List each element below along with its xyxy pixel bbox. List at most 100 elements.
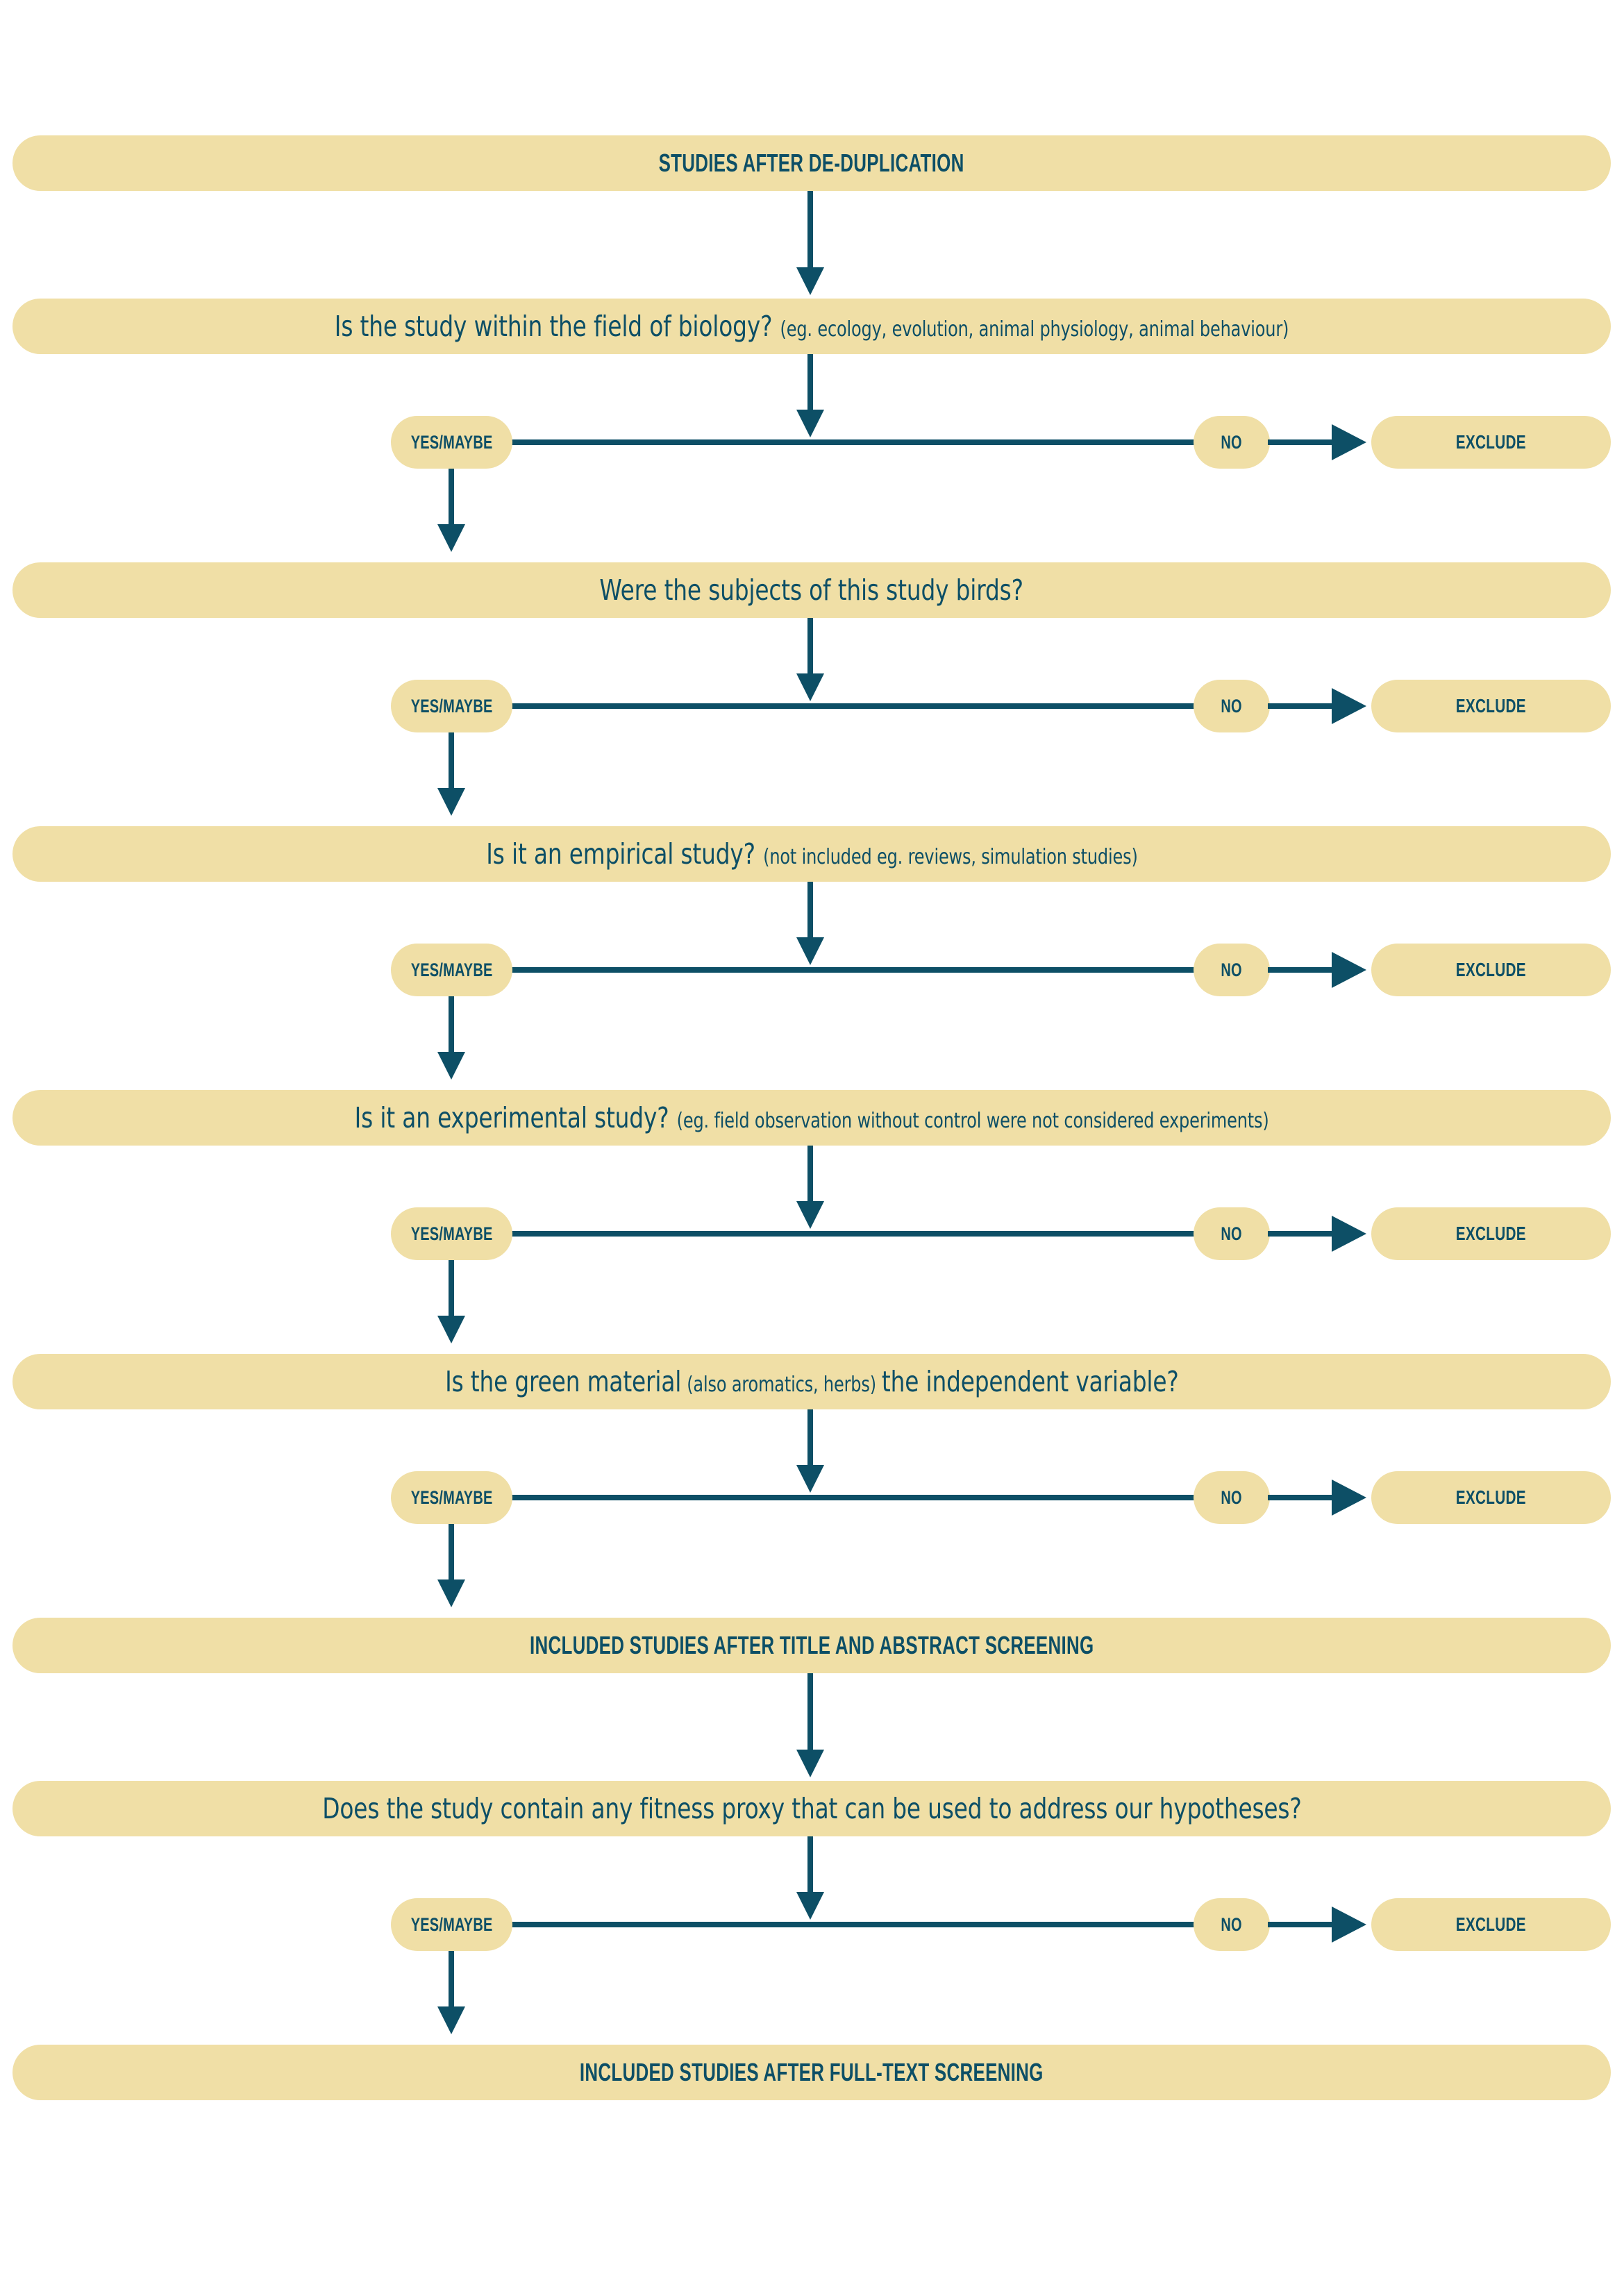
badge-label: NO [1221,431,1243,453]
yes-branch-arrowhead-q5 [437,1579,465,1607]
exclude-label: EXCLUDE [1455,1223,1527,1244]
branch-hline-q6 [507,1922,1198,1927]
exclude-arrowhead-q1 [1332,424,1366,460]
badge-label: YES/MAYBE [410,1223,493,1244]
exclude-hline-q1 [1268,439,1337,445]
badge-label: YES/MAYBE [410,695,493,717]
node-question-subjects-birds: Were the subjects of this study birds? [12,562,1611,618]
yes-branch-vline-q2 [449,732,454,795]
badge-label: NO [1221,959,1243,980]
branch-vline-q1 [807,354,813,417]
branch-row-q5: YES/MAYBE NO EXCLUDE [0,1409,1624,1607]
branch-row-q6: YES/MAYBE NO EXCLUDE [0,1836,1624,2034]
branch-vline-q2 [807,618,813,680]
yes-branch-arrowhead-q1 [437,524,465,552]
branch-hline-q2 [507,703,1198,709]
exclude-arrowhead-q6 [1332,1907,1366,1943]
badge-yes-maybe-q5[interactable]: YES/MAYBE [391,1471,512,1524]
branch-row-q1: YES/MAYBE NO EXCLUDE [0,354,1624,552]
branch-arrowhead-q2 [796,673,824,701]
question-text-wrapper: Is it an empirical study? (not included … [486,837,1138,871]
question-text-wrapper: Is it an experimental study? (eg. field … [355,1101,1269,1134]
node-exclude-q1[interactable]: EXCLUDE [1371,416,1611,469]
badge-no-q6[interactable]: NO [1194,1898,1270,1951]
question-note-text: (eg. ecology, evolution, animal physiolo… [780,317,1289,342]
node-included-after-title-abstract-screening: INCLUDED STUDIES AFTER TITLE AND ABSTRAC… [12,1618,1611,1673]
exclude-hline-q3 [1268,967,1337,973]
exclude-arrowhead-q2 [1332,688,1366,724]
connector-line-start-to-q1 [807,191,813,274]
question-main-text: Is it an experimental study? [354,1101,669,1134]
badge-label: NO [1221,1486,1243,1508]
node-exclude-q4[interactable]: EXCLUDE [1371,1207,1611,1260]
branch-row-q2: YES/MAYBE NO EXCLUDE [0,618,1624,816]
yes-branch-arrowhead-q3 [437,1052,465,1080]
badge-yes-maybe-q3[interactable]: YES/MAYBE [391,944,512,996]
branch-vline-q3 [807,882,813,944]
branch-vline-q5 [807,1409,813,1472]
badge-label: NO [1221,1223,1243,1244]
badge-no-q5[interactable]: NO [1194,1471,1270,1524]
branch-arrowhead-q5 [796,1465,824,1493]
badge-no-q3[interactable]: NO [1194,944,1270,996]
node-exclude-q6[interactable]: EXCLUDE [1371,1898,1611,1951]
branch-hline-q1 [507,439,1198,445]
question-main-text: Were the subjects of this study birds? [599,573,1024,607]
branch-arrowhead-q1 [796,410,824,437]
question-text-wrapper: Is the green material (also aromatics, h… [445,1365,1179,1398]
yes-branch-vline-q4 [449,1260,454,1323]
badge-label: NO [1221,1913,1243,1935]
question-main-text: Is the study within the field of biology… [334,310,773,343]
branch-vline-q4 [807,1146,813,1208]
yes-branch-vline-q5 [449,1524,454,1586]
yes-branch-arrowhead-q6 [437,2006,465,2034]
exclude-label: EXCLUDE [1455,431,1527,453]
branch-hline-q4 [507,1231,1198,1237]
connector-arrowhead-start-to-q1 [796,267,824,295]
question-main-text-a: Is the green material [444,1365,681,1398]
branch-hline-q3 [507,967,1198,973]
branch-hline-q5 [507,1495,1198,1500]
question-main-text: Does the study contain any fitness proxy… [321,1792,1302,1825]
yes-branch-vline-q3 [449,996,454,1059]
node-question-green-material-independent-variable: Is the green material (also aromatics, h… [12,1354,1611,1409]
exclude-arrowhead-q5 [1332,1480,1366,1516]
badge-yes-maybe-q4[interactable]: YES/MAYBE [391,1207,512,1260]
question-main-text-b: the independent variable? [881,1365,1179,1398]
node-label: INCLUDED STUDIES AFTER TITLE AND ABSTRAC… [529,1631,1094,1659]
badge-no-q4[interactable]: NO [1194,1207,1270,1260]
question-note-text: (eg. field observation without control w… [676,1109,1269,1133]
exclude-hline-q2 [1268,703,1337,709]
badge-label: YES/MAYBE [410,1486,493,1508]
exclude-arrowhead-q3 [1332,952,1366,988]
badge-label: YES/MAYBE [410,959,493,980]
badge-yes-maybe-q2[interactable]: YES/MAYBE [391,680,512,732]
node-question-field-of-biology: Is the study within the field of biology… [12,299,1611,354]
badge-label: YES/MAYBE [410,431,493,453]
exclude-label: EXCLUDE [1455,1486,1527,1508]
exclude-arrowhead-q4 [1332,1216,1366,1252]
branch-vline-q6 [807,1836,813,1899]
badge-no-q1[interactable]: NO [1194,416,1270,469]
exclude-hline-q4 [1268,1231,1337,1237]
node-exclude-q2[interactable]: EXCLUDE [1371,680,1611,732]
badge-no-q2[interactable]: NO [1194,680,1270,732]
badge-yes-maybe-q1[interactable]: YES/MAYBE [391,416,512,469]
question-text-wrapper: Were the subjects of this study birds? [600,573,1024,607]
node-label: STUDIES AFTER DE-DUPLICATION [658,149,965,177]
question-note-text: (not included eg. reviews, simulation st… [762,845,1138,869]
yes-branch-vline-q1 [449,469,454,531]
connector-arrowhead-mid-to-q6 [796,1750,824,1777]
connector-line-mid-to-q6 [807,1673,813,1757]
branch-arrowhead-q4 [796,1201,824,1229]
badge-label: NO [1221,695,1243,717]
node-question-fitness-proxy: Does the study contain any fitness proxy… [12,1781,1611,1836]
node-question-empirical-study: Is it an empirical study? (not included … [12,826,1611,882]
node-exclude-q5[interactable]: EXCLUDE [1371,1471,1611,1524]
yes-branch-arrowhead-q2 [437,788,465,816]
yes-branch-vline-q6 [449,1951,454,2013]
node-label: INCLUDED STUDIES AFTER FULL-TEXT SCREENI… [580,2058,1044,2086]
badge-yes-maybe-q6[interactable]: YES/MAYBE [391,1898,512,1951]
node-exclude-q3[interactable]: EXCLUDE [1371,944,1611,996]
branch-row-q3: YES/MAYBE NO EXCLUDE [0,882,1624,1080]
